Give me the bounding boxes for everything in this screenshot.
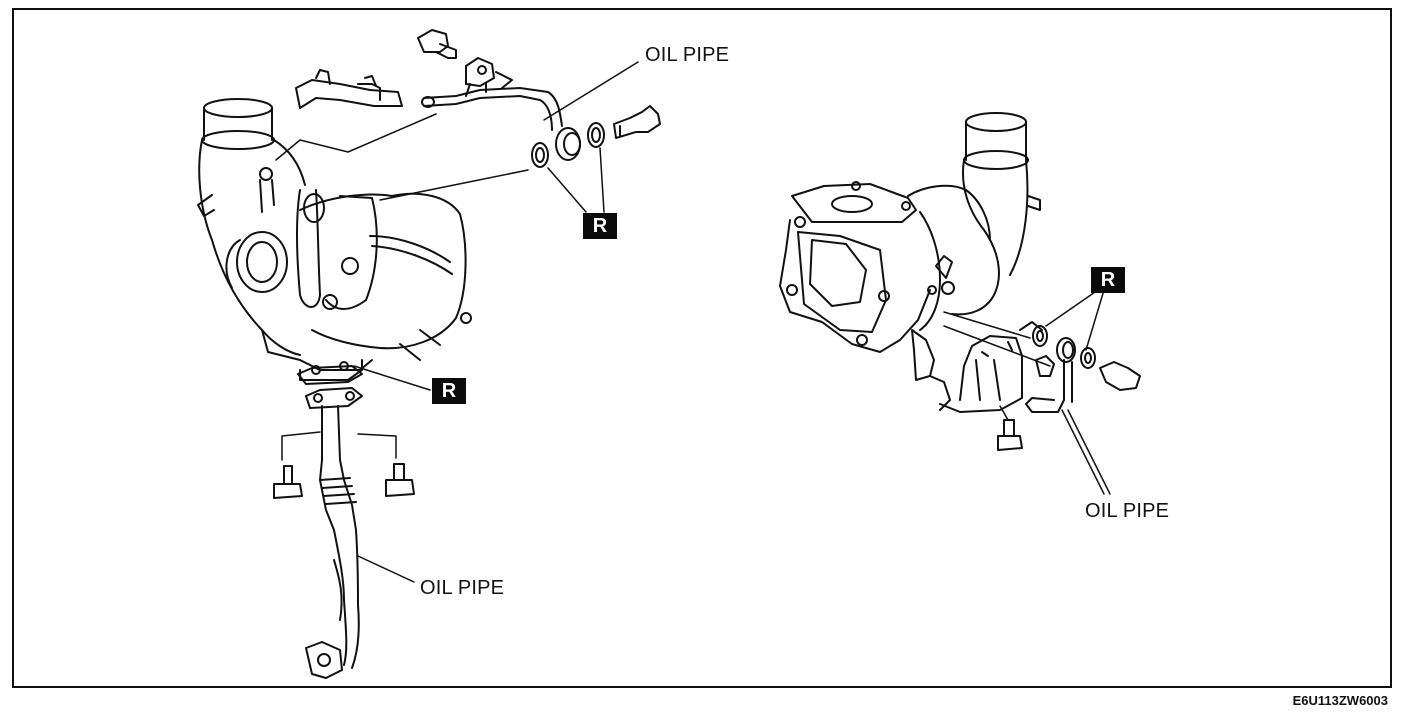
oil-pipe-label-right: OIL PIPE	[1085, 500, 1170, 522]
right-oil-pipe	[1019, 321, 1141, 413]
right-turbocharger	[779, 112, 1041, 451]
left-drain-gasket	[297, 365, 363, 409]
left-lower-bolts	[273, 431, 415, 499]
left-top-oil-pipe	[421, 57, 661, 168]
right-leader-lines	[943, 289, 1111, 495]
left-top-bolt	[417, 29, 457, 59]
replace-marker-upper-left: R	[583, 213, 617, 239]
left-drain-oil-pipe	[305, 405, 360, 679]
figure-code: E6U113ZW6003	[1292, 693, 1388, 708]
left-upper-hose	[295, 69, 403, 109]
oil-pipe-label-top: OIL PIPE	[645, 44, 730, 66]
replace-marker-right: R	[1091, 267, 1125, 293]
diagram-frame	[12, 8, 1392, 688]
left-turbocharger	[197, 98, 472, 381]
oil-pipe-label-bottom-left: OIL PIPE	[420, 577, 505, 599]
replace-marker-lower-left: R	[432, 378, 466, 404]
left-leader-lines	[275, 61, 639, 391]
left-drain-leader	[357, 555, 415, 583]
